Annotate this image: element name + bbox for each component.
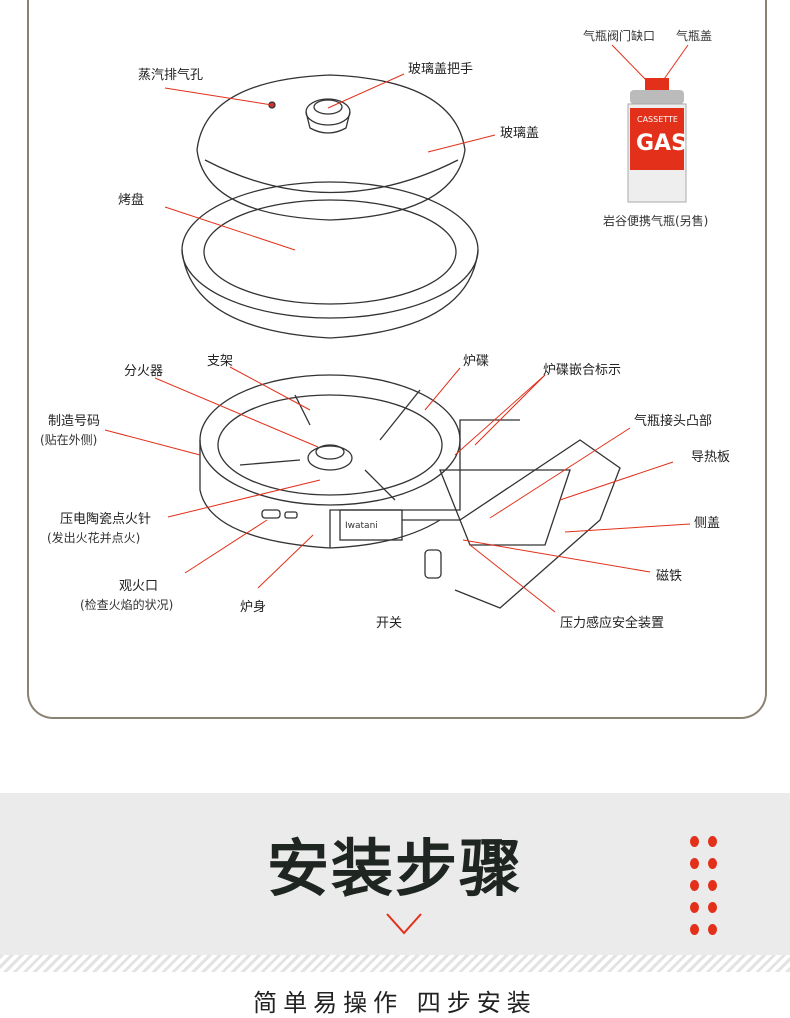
glass-lid [196,74,466,221]
label-vent: 蒸汽排气孔 [138,68,204,83]
label-plate: 炉碟 [463,354,490,369]
section-title: 安装步骤 [266,832,523,905]
label-gas-can: 岩谷便携气瓶(另售) [603,214,709,228]
label-magnet: 磁铁 [656,569,683,584]
grill-pan [181,181,479,339]
label-lid-handle: 玻璃盖把手 [408,62,474,77]
label-lid: 玻璃盖 [500,126,540,141]
label-serial: 制造号码 [48,414,101,429]
label-igniter: 压电陶瓷点火针 [60,512,152,527]
gas-can: CASSETTE GAS [627,78,687,203]
section-subtitle: 简单易操作 四步安装 [253,989,537,1017]
stove-body: Iwatani [199,374,621,609]
label-support: 支架 [207,354,234,369]
label-burner-head: 分火器 [124,364,164,379]
label-body: 炉身 [240,600,267,615]
dots-decoration [690,836,720,935]
label-window-note: (检查火焰的状况) [80,598,174,612]
stripe-divider [0,955,790,972]
label-serial-note: (贴在外侧) [40,433,98,447]
label-igniter-note: (发出火花并点火) [47,531,141,545]
label-side-cover: 侧盖 [694,516,721,531]
leader-lines [104,44,691,613]
section-banner [0,793,790,955]
label-heat-plate: 导热板 [691,450,731,465]
label-can-cap: 气瓶盖 [676,29,713,43]
label-safety: 压力感应安全装置 [560,616,665,631]
can-label-top: CASSETTE [637,115,678,124]
label-pan: 烤盘 [118,193,145,208]
label-switch: 开关 [376,616,403,631]
label-window: 观火口 [119,579,159,594]
chevron-down-icon [386,913,422,935]
stove-brand: Iwatani [345,521,378,531]
label-connector: 气瓶接头凸部 [634,414,713,429]
diagram-panel [27,0,767,719]
label-plate-mark: 炉碟嵌合标示 [543,363,622,378]
can-label-main: GAS [636,131,687,156]
stove-diagram: Iwatani CASSETTE GAS [104,44,691,613]
label-valve-notch: 气瓶阀门缺口 [583,29,656,43]
